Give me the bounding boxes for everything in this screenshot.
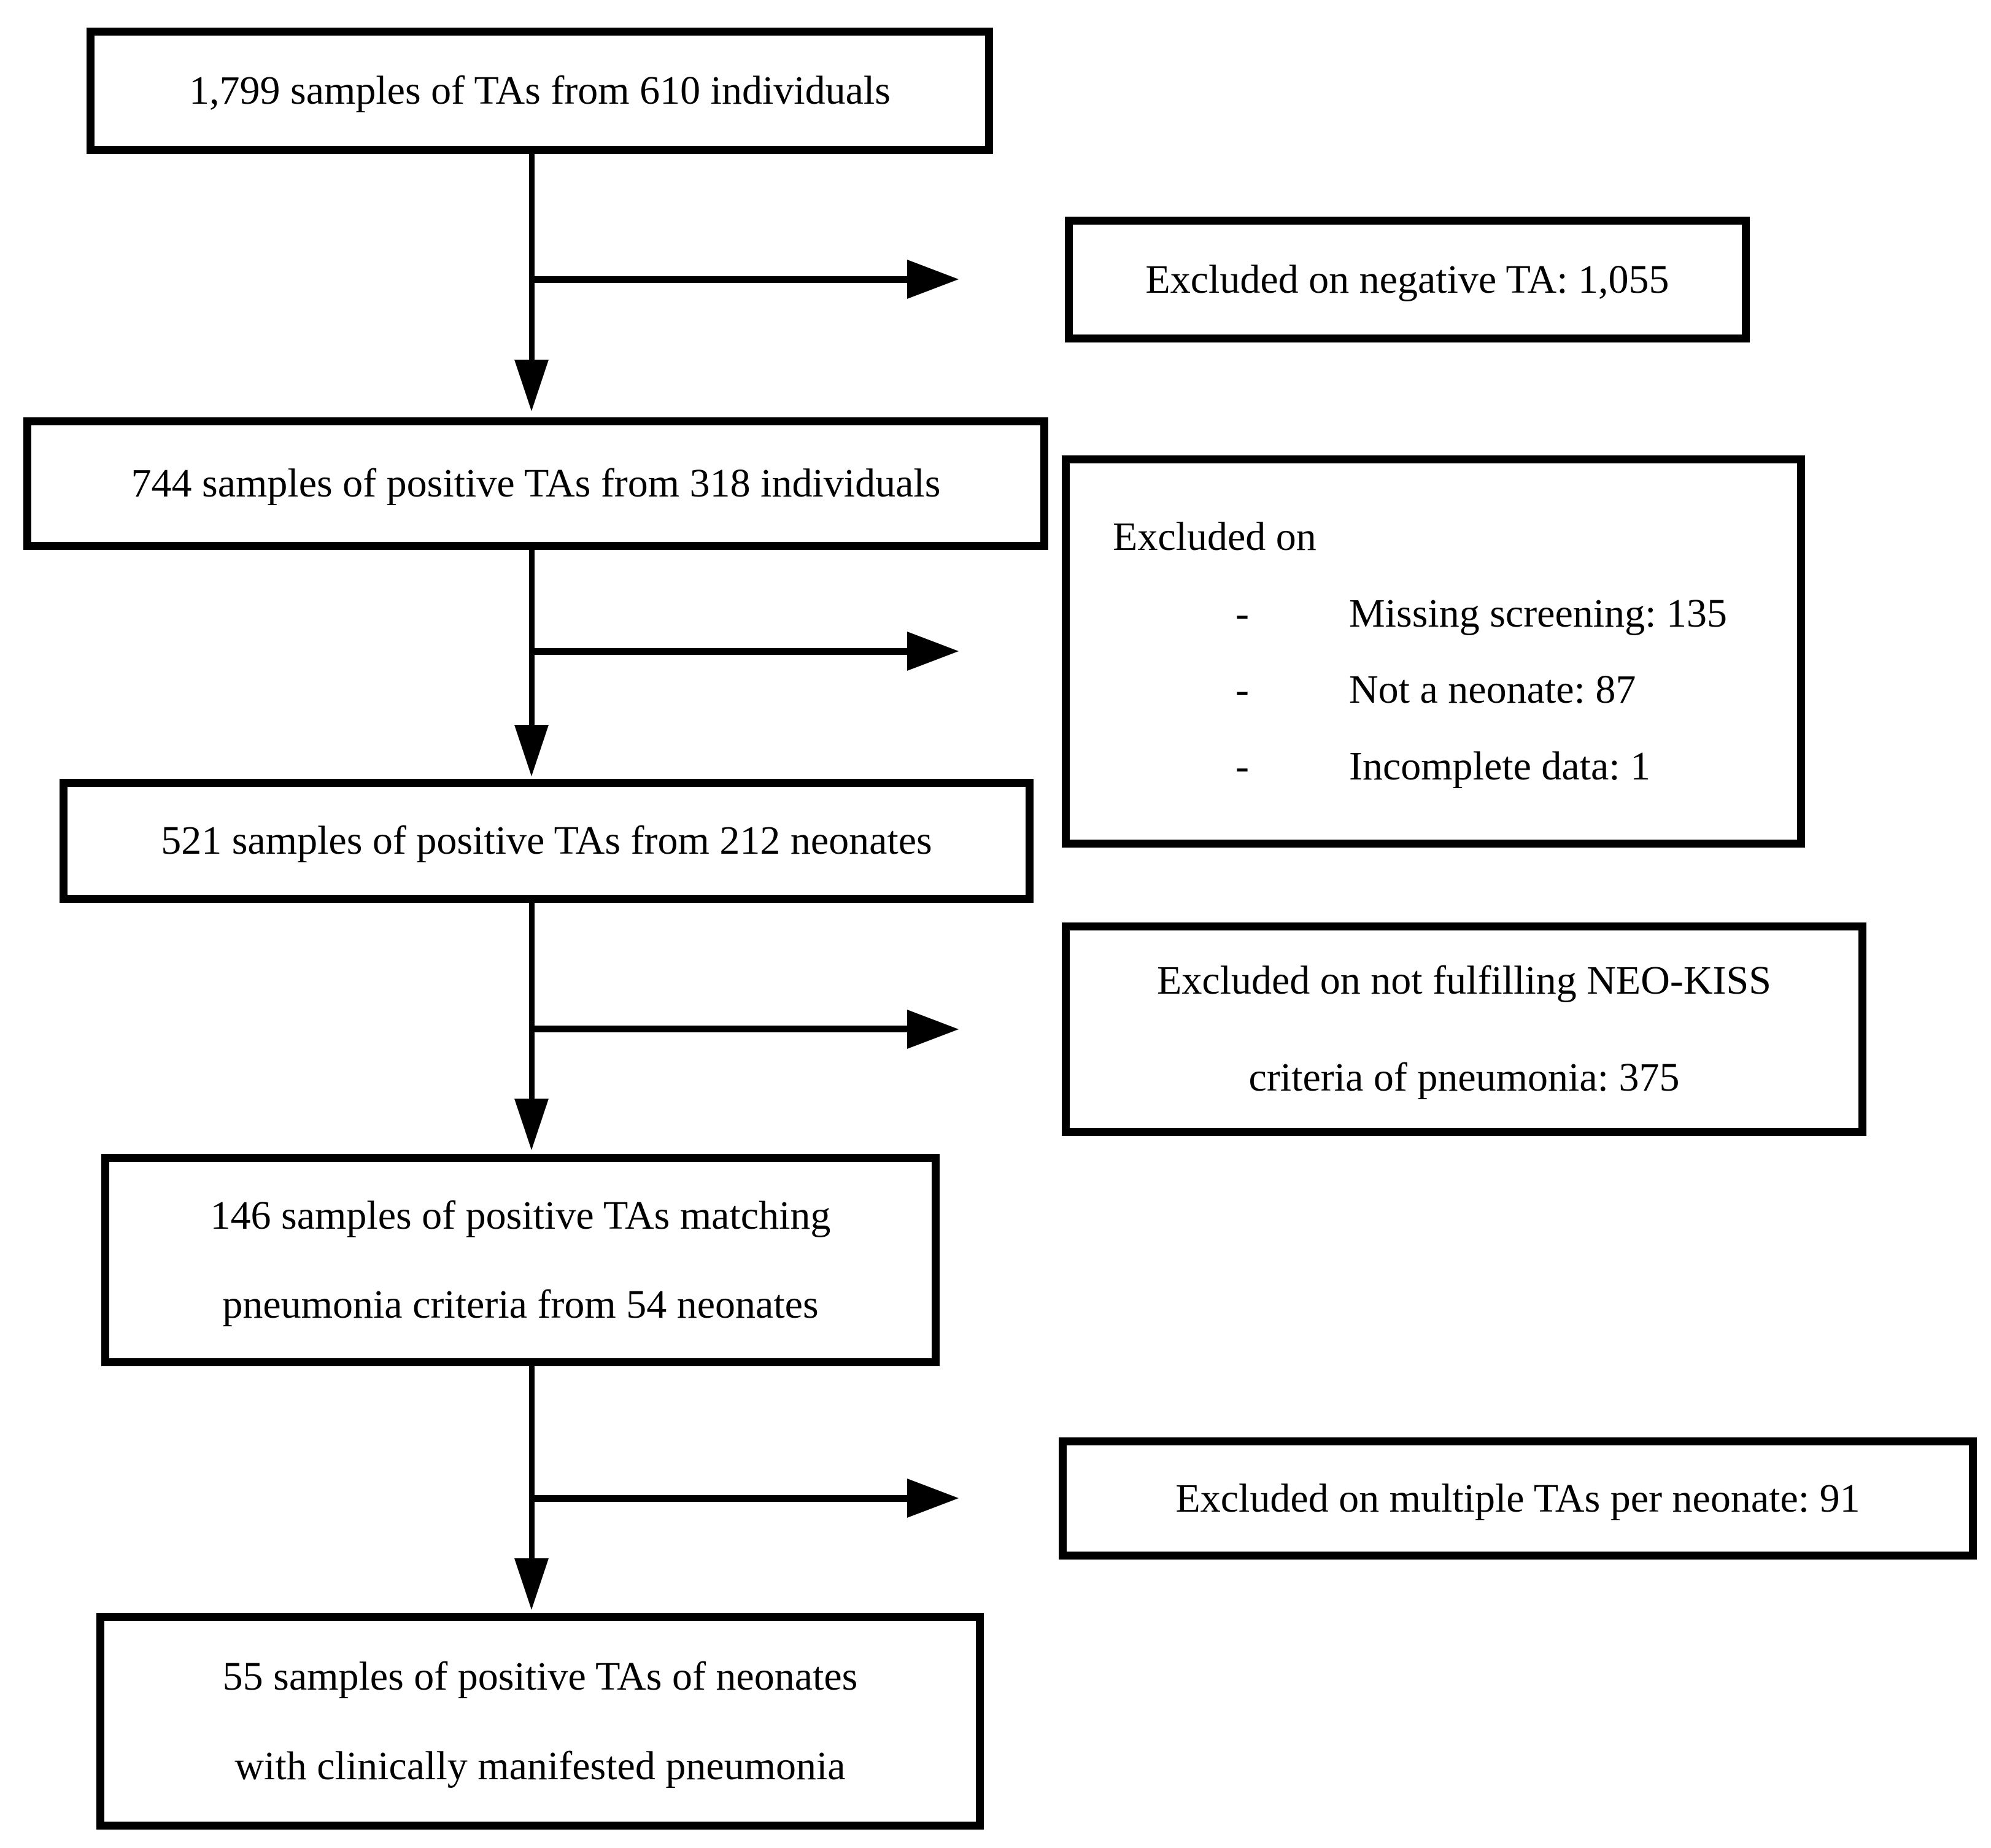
arrow-down-3-shaft [529,903,535,1099]
exclusion-box-text: Excluded on not fulfilling NEO-KISS [1157,957,1771,1003]
flow-box-pneumonia-criteria-samples: 146 samples of positive TAs matching pne… [101,1154,940,1366]
flow-box-text: 146 samples of positive TAs matching [210,1193,831,1238]
exclusion-box-screening: Excluded on - Missing screening: 135 - N… [1062,455,1805,848]
arrow-down-2-shaft [529,550,535,725]
exclusion-box-multiple-tas: Excluded on multiple TAs per neonate: 91 [1059,1437,1977,1560]
flow-box-final-samples: 55 samples of positive TAs of neonates w… [96,1613,984,1830]
exclusion-box-text: Excluded on negative TA: 1,055 [1145,257,1669,302]
arrow-down-3-head-icon [514,1099,549,1150]
flow-box-text: 1,799 samples of TAs from 610 individual… [189,68,891,114]
dash-bullet: - [1235,590,1249,636]
flow-box-text: 55 samples of positive TAs of neonates [222,1654,858,1699]
dash-bullet: - [1235,667,1249,713]
flow-box-total-samples: 1,799 samples of TAs from 610 individual… [87,28,993,154]
flow-box-text: pneumonia criteria from 54 neonates [222,1282,819,1327]
arrow-down-4-shaft [529,1366,535,1558]
arrow-right-2-head-icon [907,632,959,671]
exclusion-box-title: Excluded on [1113,514,1316,560]
exclusion-item-text: Missing screening: 135 [1349,590,1727,636]
arrow-right-4-head-icon [907,1479,959,1518]
dash-bullet: - [1235,743,1249,789]
arrow-down-1-shaft [529,154,535,360]
exclusion-list-item: - Not a neonate: 87 [1113,665,1773,714]
arrow-down-4-head-icon [514,1558,549,1610]
flow-box-text: 521 samples of positive TAs from 212 neo… [161,818,932,864]
exclusion-box-text: Excluded on multiple TAs per neonate: 91 [1175,1475,1860,1521]
exclusion-box-negative-ta: Excluded on negative TA: 1,055 [1065,217,1750,342]
exclusion-item-text: Not a neonate: 87 [1349,667,1636,713]
flow-box-positive-samples: 744 samples of positive TAs from 318 ind… [23,417,1048,550]
exclusion-box-text: criteria of pneumonia: 375 [1248,1055,1680,1100]
exclusion-box-neo-kiss: Excluded on not fulfilling NEO-KISS crit… [1062,922,1866,1136]
exclusion-list-item: - Incomplete data: 1 [1113,742,1773,791]
flow-box-neonate-samples: 521 samples of positive TAs from 212 neo… [60,779,1034,903]
arrow-right-3-shaft [532,1026,908,1032]
arrow-right-4-shaft [532,1495,908,1502]
arrow-down-1-head-icon [514,360,549,411]
exclusion-item-text: Incomplete data: 1 [1349,743,1651,789]
flow-box-text: with clinically manifested pneumonia [234,1743,846,1788]
arrow-right-2-shaft [532,648,908,655]
arrow-down-2-head-icon [514,725,549,776]
arrow-right-3-head-icon [907,1010,959,1049]
arrow-right-1-head-icon [907,260,959,299]
exclusion-list-item: - Missing screening: 135 [1113,589,1773,638]
flow-box-text: 744 samples of positive TAs from 318 ind… [131,461,941,506]
arrow-right-1-shaft [532,276,908,283]
